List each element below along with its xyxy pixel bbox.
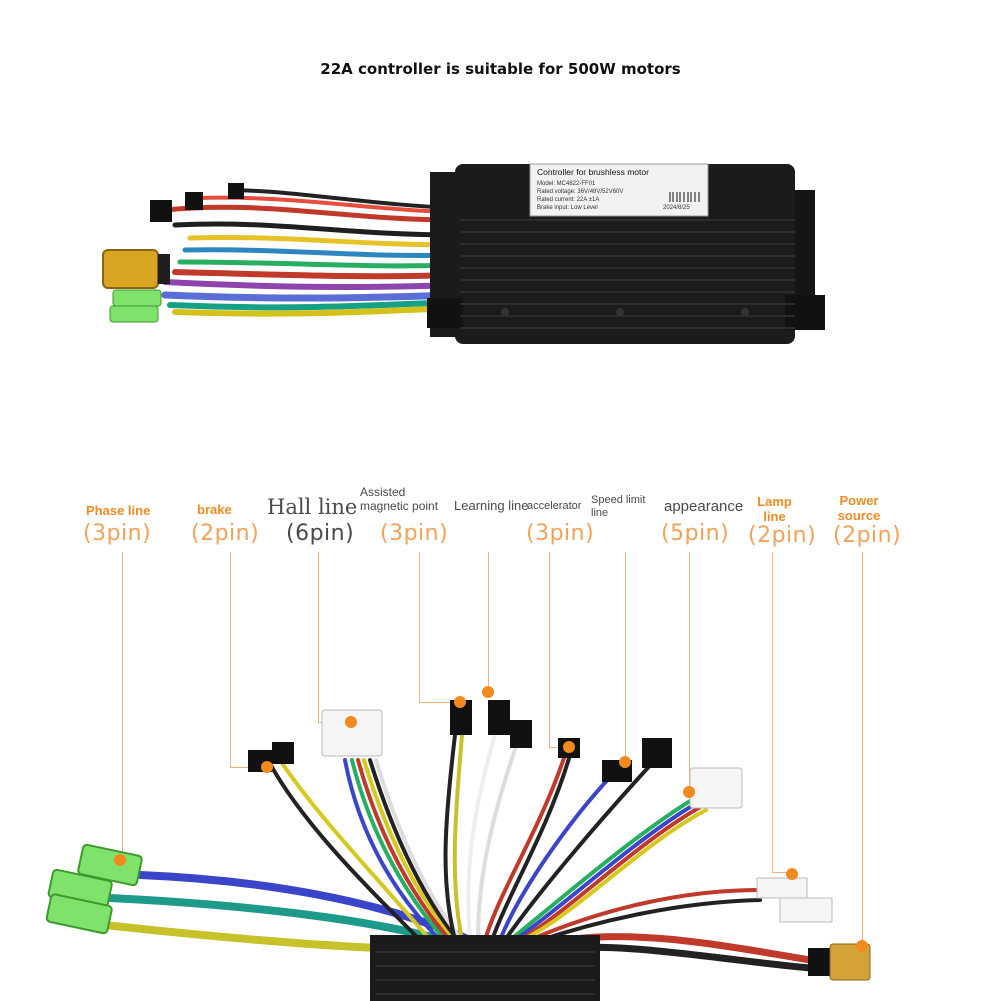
leader-hall-line	[318, 552, 319, 722]
label-phase-line: Phase line	[86, 503, 151, 518]
dot-speed-limit	[619, 756, 631, 768]
pin-phase-line: (3pin)	[83, 521, 152, 546]
dot-lamp-line	[786, 868, 798, 880]
pin-lamp-line: (2pin)	[748, 523, 817, 548]
label-current: Rated current: 22A ±1A	[537, 197, 599, 203]
pin-accelerator: (3pin)	[526, 521, 595, 546]
label-speed-limit-line: Speed limit line	[591, 494, 646, 519]
label-lamp-line: Lamp line	[757, 494, 792, 524]
label-heading: Controller for brushless motor	[537, 167, 649, 177]
leader-appearance	[689, 552, 690, 792]
leader-learning	[488, 552, 489, 692]
label-date: 2024/8/25	[663, 205, 690, 211]
label-model: Model: MC4822-FF01	[537, 181, 596, 187]
pin-brake: (2pin)	[191, 521, 260, 546]
controller-photo: Controller for brushless motor Model: MC…	[95, 150, 835, 350]
dot-accelerator	[563, 741, 575, 753]
label-learning-line: Learning line	[454, 498, 529, 513]
leader-lamp-line	[772, 552, 773, 872]
label-brake: Brake input: Low Level	[537, 205, 598, 211]
label-voltage: Rated voltage: 36V/48V/52V60V	[537, 189, 623, 195]
pin-power-source: (2pin)	[833, 523, 902, 548]
dot-appearance	[683, 786, 695, 798]
dot-assisted	[454, 696, 466, 708]
leader-lamp-h	[772, 872, 790, 873]
pin-hall-line: (6pin)	[286, 521, 355, 546]
leader-phase-line	[122, 552, 123, 857]
pin-assisted-magnetic-point: (3pin)	[380, 521, 449, 546]
leader-assisted	[419, 552, 420, 702]
page-title: 22A controller is suitable for 500W moto…	[320, 60, 681, 78]
dot-learning	[482, 686, 494, 698]
dot-hall-line	[345, 716, 357, 728]
dot-phase-line	[114, 854, 126, 866]
label-power-source: Power source	[837, 493, 881, 523]
dot-brake	[261, 761, 273, 773]
label-brake: brake	[197, 502, 232, 517]
leader-accelerator	[549, 552, 550, 747]
pin-appearance: (5pin)	[661, 521, 730, 546]
label-appearance: appearance	[664, 498, 744, 515]
wiring-photo	[0, 580, 1001, 1001]
label-accelerator: accelerator	[527, 500, 582, 512]
leader-brake	[230, 552, 231, 767]
leader-power-source	[862, 552, 863, 947]
dot-power-source	[856, 940, 868, 952]
leader-speed-limit	[625, 552, 626, 762]
label-hall-line: Hall line	[267, 495, 358, 519]
leader-brake-h	[230, 767, 260, 768]
leader-assisted-h	[419, 702, 459, 703]
label-assisted-magnetic-point: Assisted magnetic point	[360, 485, 439, 513]
